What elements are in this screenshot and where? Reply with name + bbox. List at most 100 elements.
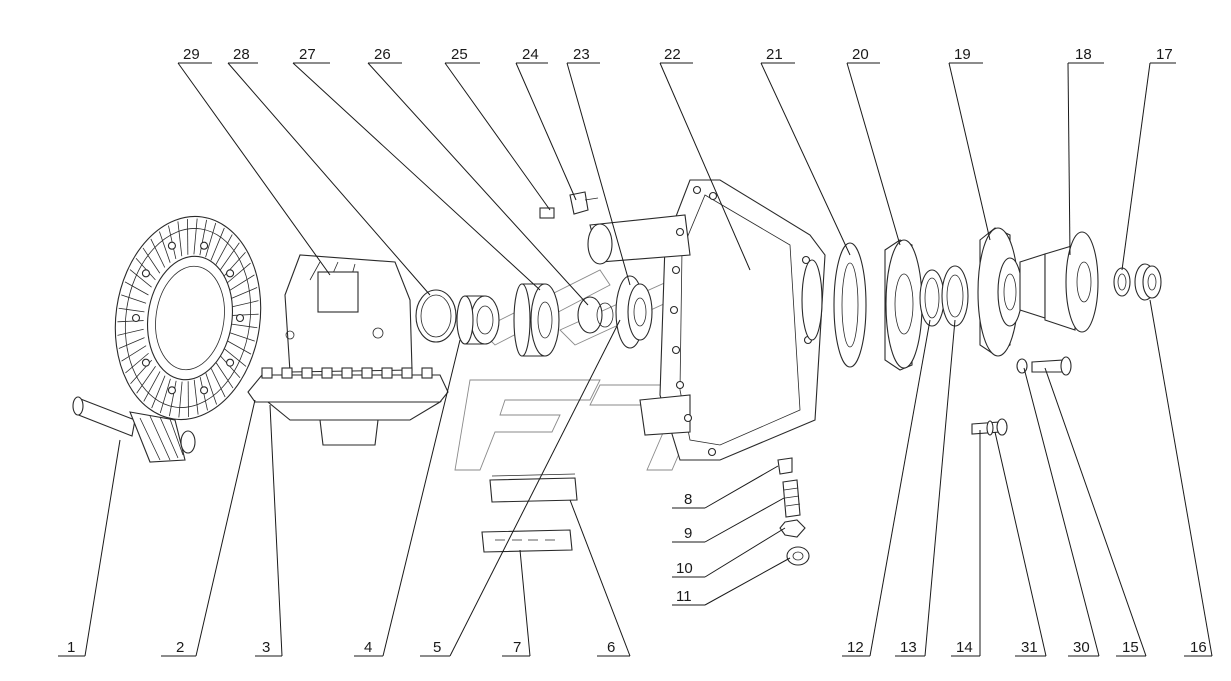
label-18: 18 <box>1075 46 1092 63</box>
label-6: 6 <box>607 639 615 656</box>
gear-tooth <box>205 222 217 258</box>
gear-tooth <box>224 348 247 367</box>
housing-bolt-hole <box>707 447 717 457</box>
carrier-bolt <box>301 367 313 379</box>
leader-line <box>367 62 589 306</box>
label-9: 9 <box>684 525 692 542</box>
gear-tooth <box>193 379 199 415</box>
leader-line <box>444 62 551 211</box>
housing-bolt-hole <box>675 380 685 390</box>
carrier-bolt <box>321 367 333 379</box>
gear-tooth <box>215 362 234 389</box>
leader-line <box>704 527 786 578</box>
gear-tooth <box>231 287 258 299</box>
snap-ring <box>415 289 457 343</box>
leader-line <box>515 62 577 201</box>
crown-gear <box>114 215 262 421</box>
leader-line <box>269 404 283 657</box>
small-parts-8-11 <box>777 457 810 566</box>
bolt-14 <box>971 418 1008 436</box>
label-17: 17 <box>1156 46 1173 63</box>
leader-line <box>924 319 956 657</box>
label-25: 25 <box>451 46 468 63</box>
gear-tooth <box>129 269 152 288</box>
gasket-21 <box>833 242 867 368</box>
housing-bolt-hole <box>692 185 702 195</box>
pinion-shaft <box>72 396 196 463</box>
leader-line <box>846 62 901 246</box>
hub-flange-19 <box>977 227 1023 357</box>
carrier-bolt <box>261 367 273 379</box>
gear-tooth <box>205 373 217 405</box>
axle-housing <box>587 179 826 461</box>
leader-line <box>704 497 785 543</box>
gear-bolt-hole <box>141 358 150 367</box>
gear-tooth <box>210 368 226 398</box>
housing-bolt-hole <box>675 227 685 237</box>
leader-line <box>177 62 331 276</box>
gear-tooth <box>199 219 208 256</box>
flange-20 <box>884 239 923 371</box>
label-8: 8 <box>684 491 692 508</box>
leader-line <box>704 557 791 606</box>
label-4: 4 <box>364 639 372 656</box>
block-6 <box>489 473 578 503</box>
label-10: 10 <box>676 560 693 577</box>
housing-bolt-hole <box>683 413 693 423</box>
label-11: 11 <box>676 588 692 605</box>
gear-bolt-hole <box>200 241 209 250</box>
bearing-right <box>513 283 560 357</box>
gear-tooth <box>229 332 255 342</box>
label-15: 15 <box>1122 639 1139 656</box>
gear-tooth <box>117 320 144 323</box>
carrier-bolt <box>381 367 393 379</box>
gear-bolt-hole <box>131 313 141 323</box>
gear-tooth <box>142 247 161 274</box>
label-12: 12 <box>847 639 864 656</box>
label-13: 13 <box>900 639 917 656</box>
label-30: 30 <box>1073 639 1090 656</box>
gear-tooth <box>210 227 225 261</box>
gear-tooth <box>193 218 198 255</box>
gear-tooth <box>125 352 149 374</box>
label-23: 23 <box>573 46 590 63</box>
carrier-bolt <box>341 367 353 379</box>
leader-line <box>1149 299 1213 657</box>
label-31: 31 <box>1021 639 1038 656</box>
gear-tooth <box>177 221 183 257</box>
label-1: 1 <box>67 639 75 656</box>
gear-tooth <box>227 340 252 355</box>
nut-16 <box>1134 263 1162 301</box>
label-19: 19 <box>954 46 971 63</box>
leader-line <box>760 62 851 256</box>
housing-bolt-hole <box>669 305 679 315</box>
leader-line <box>292 62 541 291</box>
gear-tooth <box>124 281 149 296</box>
washer-30 <box>1016 358 1028 374</box>
gear-tooth <box>151 375 166 409</box>
gear-bolt-hole <box>200 386 209 395</box>
leader-line <box>84 439 121 657</box>
bracket-24 <box>539 191 599 219</box>
leader-line <box>195 399 256 657</box>
housing-bolt-hole <box>671 345 681 355</box>
carrier-bolt <box>401 367 413 379</box>
label-29: 29 <box>183 46 200 63</box>
leader-line <box>1067 62 1071 256</box>
label-21: 21 <box>766 46 783 63</box>
leader-line <box>948 62 991 241</box>
label-28: 28 <box>233 46 250 63</box>
gear-tooth <box>220 355 241 379</box>
label-5: 5 <box>433 639 441 656</box>
label-24: 24 <box>522 46 539 63</box>
gear-tooth <box>135 257 156 281</box>
gear-bolt-hole <box>141 269 150 278</box>
washer-17 <box>1113 267 1131 297</box>
label-20: 20 <box>852 46 869 63</box>
gear-tooth <box>121 345 147 362</box>
label-27: 27 <box>299 46 316 63</box>
label-2: 2 <box>176 639 184 656</box>
gear-tooth <box>121 294 147 304</box>
gear-tooth <box>232 300 259 308</box>
